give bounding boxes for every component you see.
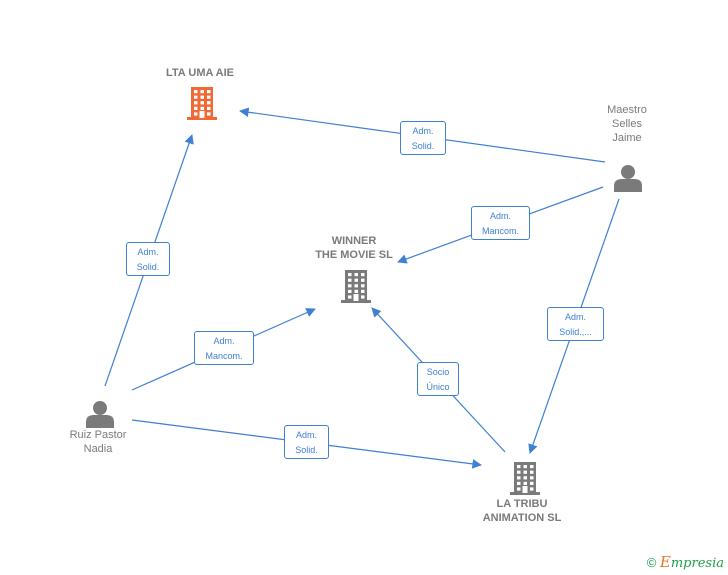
person-icon[interactable] <box>86 401 114 428</box>
edge-label-latribu-winner[interactable]: Socio Único <box>417 362 459 396</box>
node-label-winner[interactable]: WINNER THE MOVIE SL <box>315 235 393 261</box>
building-icon[interactable] <box>187 87 217 120</box>
node-label-latribu[interactable]: LA TRIBU ANIMATION SL <box>482 498 562 524</box>
person-icon[interactable] <box>614 165 642 192</box>
edge-label-maestro-latribu[interactable]: Adm. Solid.,... <box>547 307 604 341</box>
brand-name: mpresia <box>670 556 724 571</box>
edge-label-ruiz-winner[interactable]: Adm. Mancom. <box>194 331 254 365</box>
edge-label-ruiz-lta[interactable]: Adm. Solid. <box>126 242 170 276</box>
edge-label-ruiz-latribu[interactable]: Adm. Solid. <box>284 425 329 459</box>
building-icon[interactable] <box>341 270 371 303</box>
node-label-ruiz[interactable]: Ruiz Pastor Nadia <box>69 429 127 455</box>
node-label-lta[interactable]: LTA UMA AIE <box>165 67 235 79</box>
brand-initial: E <box>659 553 671 571</box>
edge-label-maestro-winner[interactable]: Adm. Mancom. <box>471 206 530 240</box>
copyright-symbol: © <box>646 555 657 570</box>
edge-label-maestro-lta[interactable]: Adm. Solid. <box>400 121 446 155</box>
building-icon[interactable] <box>510 462 540 495</box>
empresia-logo[interactable]: © Empresia <box>647 553 724 571</box>
node-label-maestro[interactable]: Maestro Selles Jaime <box>607 104 647 144</box>
